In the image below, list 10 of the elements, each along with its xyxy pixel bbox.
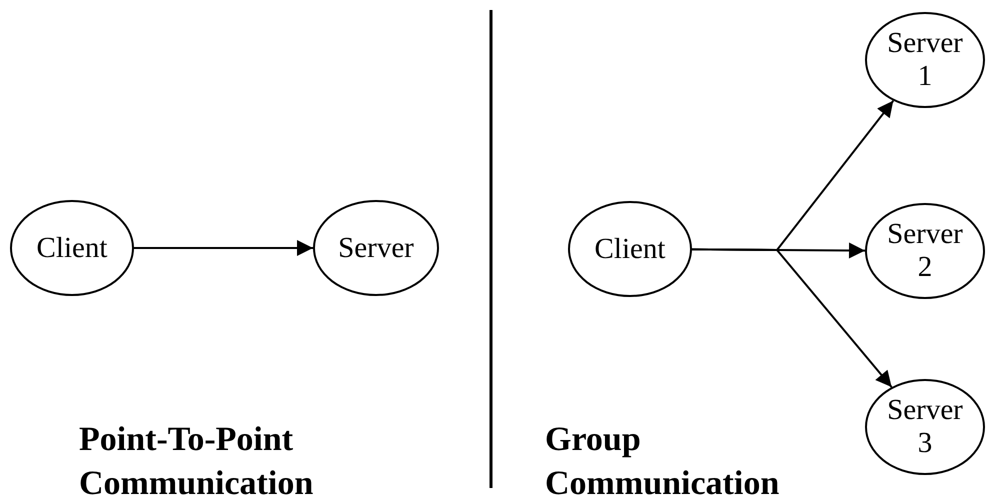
node-label: Server	[338, 232, 414, 264]
node-label: Client	[594, 232, 666, 266]
arrow	[692, 248, 892, 388]
section-title: Group Communication	[545, 420, 780, 502]
node-label: Client	[36, 232, 108, 264]
section-title: Point-To-Point Communication	[79, 420, 314, 502]
node-label: Server 1	[886, 27, 964, 93]
node-label: Server 2	[886, 218, 964, 284]
node-label: Server 3	[886, 394, 964, 460]
arrow	[134, 240, 313, 256]
